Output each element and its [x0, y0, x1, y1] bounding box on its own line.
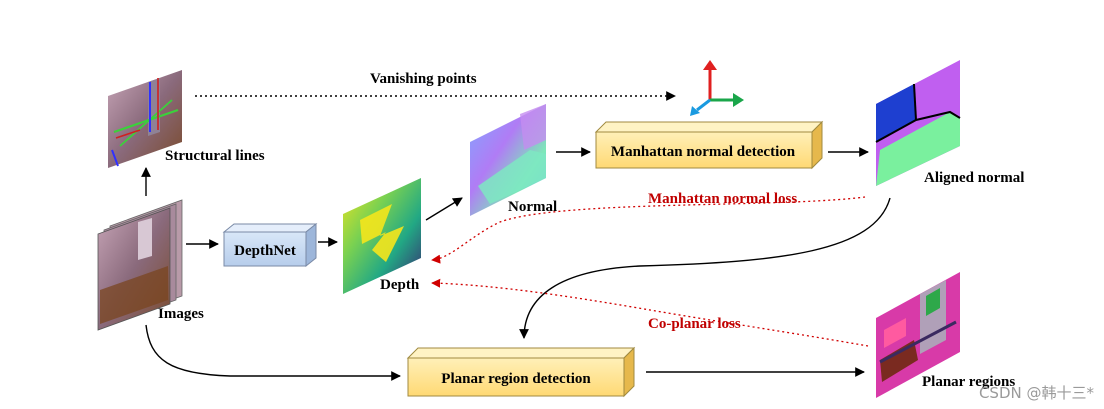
structural-lines-label: Structural lines — [165, 148, 265, 164]
normal-label: Normal — [508, 199, 557, 215]
manhattan-axes-icon — [690, 60, 744, 116]
depth-to-normal-arrow — [425, 197, 463, 221]
depth-map-image — [343, 178, 421, 294]
depthnet-box: DepthNet — [222, 222, 318, 268]
planar-regions-label: Planar regions — [922, 374, 1015, 390]
depthnet-label: DepthNet — [234, 243, 296, 259]
csdn-watermark: CSDN @韩十三* — [979, 384, 1095, 402]
structural-lines-image — [108, 70, 182, 168]
input-images-stack — [97, 199, 183, 331]
planar-regions-image — [876, 272, 960, 398]
vanishing-points-label: Vanishing points — [370, 71, 477, 87]
aligned-normal-label: Aligned normal — [924, 170, 1024, 186]
images-label: Images — [158, 306, 204, 322]
coplanar-loss-label: Co-planar loss — [648, 316, 741, 332]
manhattan-detection-box: Manhattan normal detection — [594, 120, 824, 170]
normal-map-image — [470, 104, 546, 216]
coplanar-loss-arrow — [431, 278, 869, 347]
aligned-normal-image — [875, 60, 961, 186]
planar-detection-label: Planar region detection — [441, 371, 591, 387]
manhattan-detection-label: Manhattan normal detection — [611, 144, 796, 160]
manhattan-loss-label: Manhattan normal loss — [648, 191, 797, 207]
aligned-to-planar-arrow — [519, 197, 891, 339]
depth-label: Depth — [380, 277, 420, 293]
planar-detection-box: Planar region detection — [406, 346, 636, 398]
images-to-planar-arrow — [145, 324, 401, 381]
axis-z-icon — [696, 98, 711, 112]
